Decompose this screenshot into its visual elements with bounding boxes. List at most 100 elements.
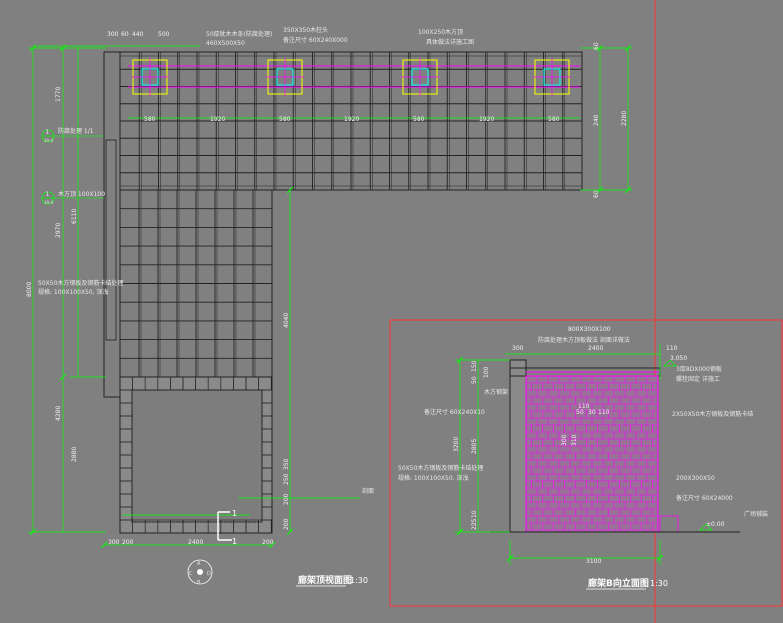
plan-view: 1 3A-4 1 3A-4 1 1 A B C D 300 [26,26,632,587]
drawing-label: 备注尺寸 60X240X000 [283,36,348,44]
drawing-label: 2400 [188,539,203,546]
plan-edge-beam-inner [105,139,117,341]
drawing-label: 3100 [586,558,601,565]
section-cut-label: 1 [232,509,237,518]
drawing-label: 580 [548,116,560,123]
drawing-label: 6110 [71,209,78,224]
elevation-post [509,359,527,533]
drawing-label: 3A-4 [44,200,54,205]
drawing-label: 50 [576,409,584,416]
drawing-label: D [207,571,211,577]
drawing-label: 50厚枕木木条(防腐处理) [206,30,272,38]
drawing-label: 1770 [55,87,62,102]
drawing-label: 50X50木方钢板及钢筋卡结处理 [398,464,483,472]
drawing-label: 10 [471,510,478,518]
drawing-label: 规格: 100X100X50, 深浅 [38,288,109,296]
drawing-label: 2880 [71,447,78,462]
drawing-label: 350X350木柱头 [283,26,328,34]
drawing-label: 300 [107,31,119,38]
drawing-label: 2970 [55,223,62,238]
drawing-label: 60 [593,190,600,198]
drawing-label: 30 [588,409,596,416]
elevation-dim-ticks [456,356,664,562]
plan-columns [131,58,571,96]
drawing-label: 300 [512,345,524,352]
drawing-label: 8000 [26,282,33,297]
drawing-label: 100 [483,366,490,378]
elevation-frame [389,319,783,607]
plan-top-wing-grid [119,51,583,191]
drawing-label: 备注尺寸 60X24000 [676,494,733,502]
drawing-label: 460X500X50 [206,40,245,47]
drawing-label: 580 [413,116,425,123]
drawing-label: 备注尺寸 60X240X10 [424,408,485,416]
plan-edge-beam [103,51,121,398]
drawing-label: 250 [283,473,290,485]
drawing-label: 350 [283,458,290,470]
compass-icon: A B C D [187,559,213,586]
elevation-base [659,515,679,533]
section-cut-mark [217,511,232,541]
drawing-label: 200 [262,539,274,546]
drawing-label: 3厚8DX000钢板 [676,365,722,373]
drawing-label: 1 [46,129,50,136]
drawing-label: 1920 [210,116,225,123]
elevation-scale: 1:30 [650,579,668,588]
drawing-label: 1 [46,191,50,198]
drawing-label: 木方钢架 [484,388,508,396]
drawing-label: 1920 [344,116,359,123]
elevation-dimensions [455,344,661,565]
drawing-label: ±0.00 [706,521,725,528]
drawing-label: 木方顶 100X100 [58,190,105,198]
drawing-label: 广场铺装 [744,510,768,518]
drawing-label: 60 [593,42,600,50]
plan-scale: 1:30 [350,576,368,585]
elevation-lattice [525,375,659,533]
drawing-label: 防腐处理木方顶板做法 剖面详做法 [538,336,630,344]
drawing-label: 4040 [283,313,290,328]
drawing-label: 3200 [453,437,460,452]
drawing-label: 防腐处理 1/1 [58,127,94,135]
plan-vertical-wing-grid [119,189,273,378]
section-marker: 1 3A-4 [41,191,104,205]
drawing-label: 110 [666,345,678,352]
plan-dimensions [28,45,632,546]
drawing-label: 300 [108,539,120,546]
drawing-label: 225 [471,518,478,530]
plan-dim-ticks [29,44,632,549]
drawing-label: 2805 [471,439,478,454]
drawing-label: A [197,561,201,567]
drawing-label: 3.050 [670,355,687,362]
drawing-label: 60 [121,31,129,38]
drawing-label: 200 [283,518,290,530]
drawing-label: 50 [471,376,478,384]
drawing-label: 100X250木方顶 [418,28,463,36]
plan-paving-border [119,376,273,534]
drawing-label: 3A-4 [44,138,54,143]
drawing-label: 具体做法详施工图 [426,38,474,46]
drawing-label: 4280 [55,406,62,421]
drawing-label: C [189,571,193,577]
level-marker: 3.050 [663,355,687,367]
drawing-label: 580 [279,116,291,123]
drawing-label: 200 [122,539,134,546]
drawing-label: B [197,580,201,586]
drawing-label: 800X300X100 [568,326,611,333]
drawing-label: 500 [158,31,170,38]
paving-block [119,506,133,521]
drawing-label: 2400 [588,345,603,352]
drawing-label: 2280 [621,111,628,126]
drawing-label: 150 [471,360,478,372]
section-cut-label: 1 [232,537,237,546]
drawing-label: 2X50X50木方钢板及钢筋卡结 [672,410,753,418]
plan-paving-inner [131,389,263,523]
drawing-label: 200 [283,493,290,505]
plan-title: 廊架顶视面图 [298,574,352,586]
drawing-label: 剖面 [362,487,374,495]
level-marker: ±0.00 [699,521,725,531]
paving-block [261,506,273,521]
drawing-label: 310 [571,434,578,446]
drawing-label: 1920 [479,116,494,123]
elevation-view: 3.050 ±0.00 800X300X100 300 2400 110 150… [398,326,768,590]
